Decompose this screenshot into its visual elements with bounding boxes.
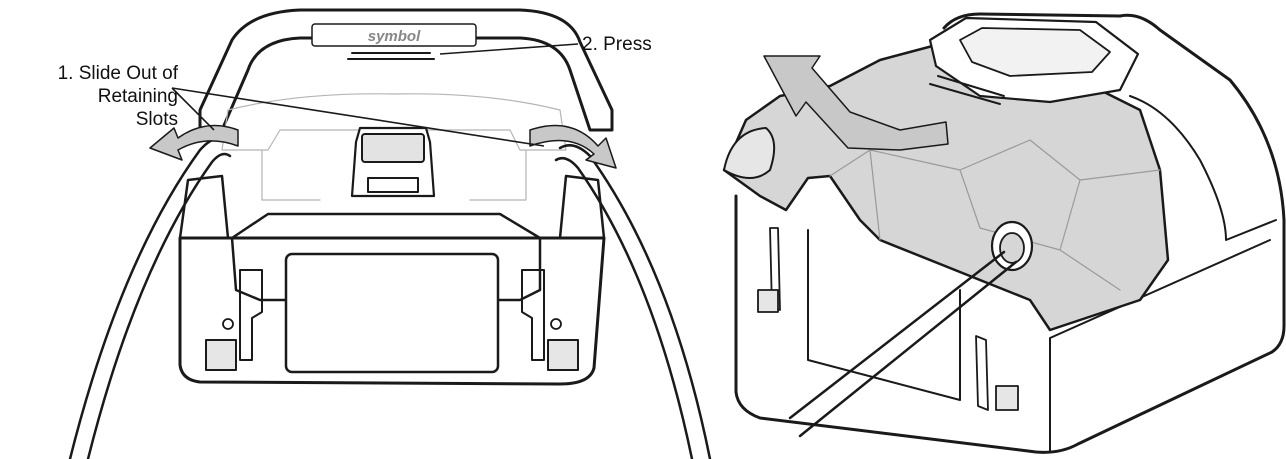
inner-body-faint: [221, 93, 567, 151]
latch-tab: [367, 177, 419, 193]
right-curved-arrow: [529, 124, 617, 169]
left-slot: [239, 269, 263, 361]
front-lower-panel: [807, 229, 961, 401]
right-screw: [550, 318, 562, 330]
right-strap-inner: [554, 157, 694, 459]
left-screw: [222, 318, 234, 330]
callout-press: 2. Press: [582, 34, 652, 55]
slide-arrow: [763, 55, 949, 151]
right-press-line-2: [937, 75, 1005, 97]
strap-grommet-inner: [999, 232, 1025, 264]
inner-body-faint-2: [261, 149, 527, 201]
logo: symbol: [368, 28, 421, 45]
side-latch: [723, 127, 776, 179]
front-slot: [769, 227, 781, 311]
strap-inner: [798, 260, 1018, 438]
callout-slide-out-line1: 1. Slide Out of: [57, 63, 178, 84]
left-device-view: symbol: [68, 8, 712, 459]
leader-slot-right: [171, 87, 545, 147]
cover-plate-inner: [959, 27, 1111, 77]
right-press-line-1: [929, 83, 1001, 105]
window-panel: [284, 252, 500, 374]
right-device-view: [722, 12, 1286, 454]
left-curved-arrow: [149, 124, 239, 161]
leader-press: [439, 43, 579, 55]
leader-lines: [171, 43, 579, 147]
callout-slide-out-line2: Retaining: [97, 86, 178, 107]
latch-button: [361, 133, 425, 163]
left-foot: [205, 339, 237, 371]
right-strap-outer: [558, 144, 712, 459]
right-foot: [547, 339, 579, 371]
window-recess: [230, 212, 542, 302]
rear-slot: [975, 335, 989, 411]
front-foot: [757, 289, 779, 313]
cradle-top-rim: [1129, 95, 1277, 241]
callout-slide-out-line3: Slots: [135, 109, 178, 130]
strap-outer: [788, 250, 1006, 420]
logo-plate: [311, 23, 477, 47]
cover-facets: [829, 139, 1161, 291]
rear-foot: [995, 385, 1019, 411]
left-strap-inner: [86, 152, 232, 459]
callout-slide-out: 1. Slide Out of Retaining Slots: [8, 62, 178, 131]
housing-shoulders: [178, 174, 606, 240]
cradle-side-edge: [1049, 239, 1271, 453]
leader-slot-left: [171, 87, 215, 131]
right-slot: [521, 269, 545, 361]
